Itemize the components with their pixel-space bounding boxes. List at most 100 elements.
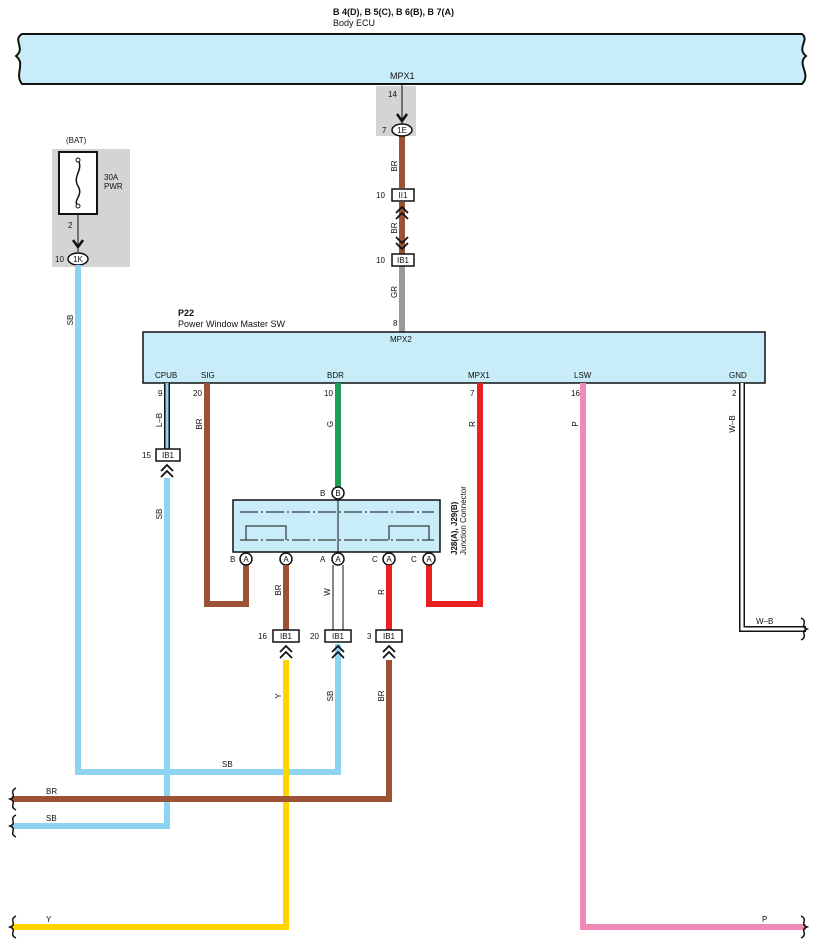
junction-1e-pin: 7 — [382, 126, 387, 135]
ecu-connectors: B 4(D), B 5(C), B 6(B), B 7(A) — [333, 7, 454, 17]
connector-ib1-20-label: IB1 — [332, 632, 345, 641]
term-lsw: LSW — [574, 371, 592, 380]
wire-label-sb-20: SB — [326, 691, 335, 702]
connector-ib1-20-pin: 20 — [310, 632, 319, 641]
ecu-pin: 14 — [388, 90, 397, 99]
junction-pin-side: B — [230, 555, 235, 564]
wire-label-w: W — [323, 588, 332, 596]
junction-bridge-right — [388, 525, 430, 540]
wire-label-lb: L–B — [155, 413, 164, 427]
connector-ib1-3-label: IB1 — [383, 632, 396, 641]
wire-label-r-mpx1: R — [468, 421, 477, 427]
wire-y — [12, 660, 289, 930]
connector-ib1-3 — [375, 629, 403, 643]
connector-ib1-cpub — [155, 448, 181, 462]
switch-mpx-pin: 8 — [393, 319, 398, 328]
pin-sig: 20 — [193, 389, 202, 398]
chevron-up-icon — [382, 644, 396, 659]
junction-pin-label: A — [386, 555, 392, 564]
junction-name: J28(A), J29(B) — [450, 501, 459, 555]
junction-bridge-left — [245, 525, 287, 540]
junction-pin-side: C — [411, 555, 417, 564]
connector-ib1-top — [391, 253, 415, 267]
fuse-icon — [75, 159, 81, 207]
fuse-terminal-bottom — [75, 203, 81, 209]
wire-label-sb-cpub: SB — [155, 509, 164, 520]
fuse-rating: 30A — [104, 173, 119, 182]
ecu-name: Body ECU — [333, 18, 375, 28]
wire-sb-cpub — [12, 478, 170, 829]
wire-br-sig — [204, 383, 249, 607]
wire-sb-bat — [75, 265, 341, 775]
wire-label-br-3: BR — [377, 690, 386, 701]
connector-ib1-top-pin: 10 — [376, 256, 385, 265]
bat-label: (BAT) — [66, 136, 87, 145]
wire-label-br-out: BR — [46, 787, 57, 796]
wire-end-br — [7, 787, 17, 811]
wire-label-wb: W–B — [728, 415, 737, 432]
pin-cpub: 9 — [158, 389, 163, 398]
ecu-arrow — [395, 113, 409, 124]
junction-pin-top — [331, 486, 345, 500]
wire-label-y-out: Y — [46, 915, 52, 924]
chevron-up-icon — [395, 205, 409, 220]
pin-lsw: 16 — [571, 389, 580, 398]
wire-label-sb-mid: SB — [222, 760, 233, 769]
term-gnd: GND — [729, 371, 747, 380]
term-mpx1: MPX1 — [468, 371, 490, 380]
connector-ib1-3-pin: 3 — [367, 632, 372, 641]
bat-arrow — [71, 239, 85, 250]
wire-label-sb-bat: SB — [66, 315, 75, 326]
ecu-mpx1-label: MPX1 — [390, 71, 415, 81]
chevron-up-icon — [160, 463, 174, 478]
junction-pin-side: C — [372, 555, 378, 564]
connector-ib1-20 — [324, 629, 352, 643]
fuse-terminal-top — [75, 157, 81, 163]
chevron-down-icon — [395, 236, 409, 251]
pin-mpx1: 7 — [470, 389, 475, 398]
wire-label-r-jc: R — [377, 589, 386, 595]
wire-end-wb — [800, 617, 810, 641]
connector-ii1-pin: 10 — [376, 191, 385, 200]
connector-ib1-16-label: IB1 — [280, 632, 293, 641]
junction-1e-label: 1E — [397, 126, 407, 135]
wire-wb-outer — [739, 383, 806, 632]
chevron-up-icon — [279, 644, 293, 659]
connector-ib1-16-pin: 16 — [258, 632, 267, 641]
junction-pin — [331, 552, 345, 566]
fuse-name: PWR — [104, 182, 123, 191]
wire-label-br-sig: BR — [195, 418, 204, 429]
wire-end-y — [7, 915, 17, 939]
wire-label-br2: BR — [390, 222, 399, 233]
pin-bdr: 10 — [324, 389, 333, 398]
connector-ii1 — [391, 188, 415, 202]
connector-ib1-cpub-label: IB1 — [162, 451, 175, 460]
wire-label-wb-out: W–B — [756, 617, 773, 626]
switch-mpx2-label: MPX2 — [390, 335, 412, 344]
connector-ii1-label: II1 — [399, 191, 408, 200]
junction-1e — [391, 123, 413, 137]
wire-br-out — [12, 660, 392, 802]
term-sig: SIG — [201, 371, 215, 380]
junction-pin-label: A — [283, 555, 289, 564]
pin-gnd: 2 — [732, 389, 737, 398]
wire-wb — [740, 383, 806, 631]
junction-pin-top-side: B — [320, 489, 325, 498]
junction-1k-label: 1K — [73, 255, 83, 264]
connector-ib1-cpub-pin: 15 — [142, 451, 151, 460]
junction-pin — [239, 552, 253, 566]
wire-end-sb — [7, 814, 17, 838]
junction-1k-pin: 10 — [55, 255, 64, 264]
junction-pin-label: A — [426, 555, 432, 564]
term-cpub: CPUB — [155, 371, 177, 380]
junction-pin-label: A — [243, 555, 249, 564]
junction-pin-top-label: B — [335, 489, 340, 498]
wire-r-mpx1 — [426, 383, 483, 607]
connector-ib1-16 — [272, 629, 300, 643]
wire-label-g: G — [326, 421, 335, 427]
junction-desc: Junction Connector — [459, 486, 468, 555]
wire-label-br-jc: BR — [274, 584, 283, 595]
term-bdr: BDR — [327, 371, 344, 380]
wire-label-gr: GR — [390, 286, 399, 298]
